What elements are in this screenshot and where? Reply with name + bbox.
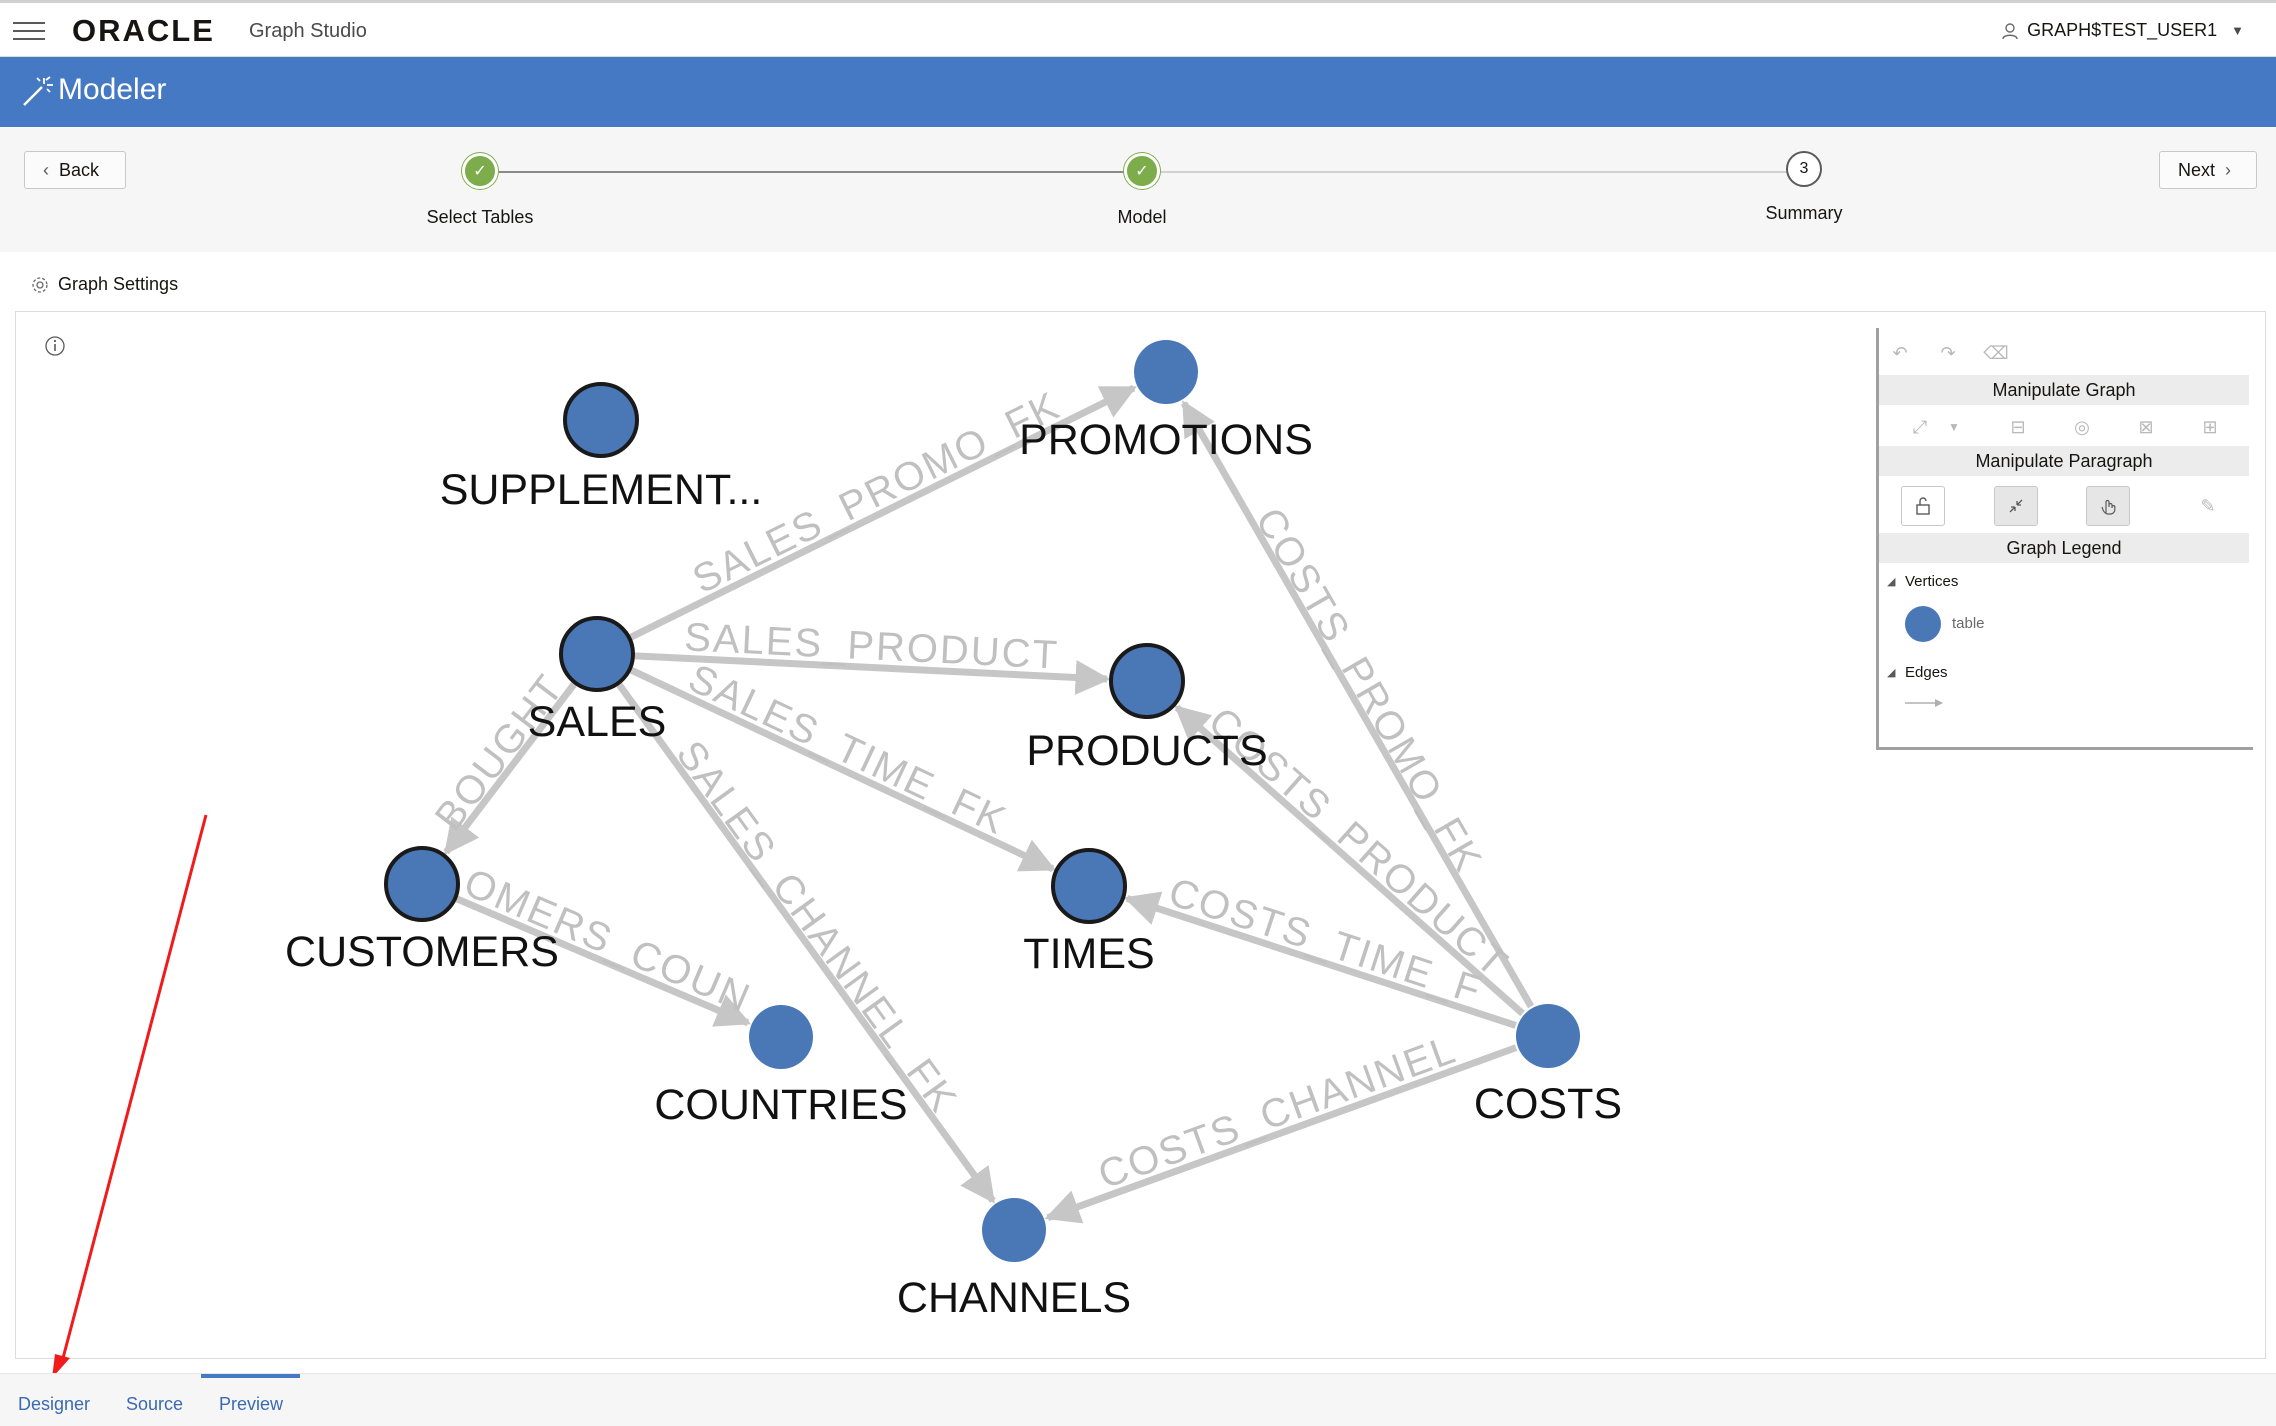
page-title: Modeler (58, 73, 167, 106)
vertex-label: CUSTOMERS (285, 928, 559, 976)
vertex-label: PRODUCTS (1026, 727, 1267, 775)
vertex-products[interactable] (1109, 643, 1185, 719)
pan-button[interactable] (2086, 486, 2130, 526)
step-2-check-icon[interactable]: ✓ (1124, 153, 1160, 189)
graph-settings-button[interactable]: Graph Settings (30, 274, 178, 295)
step-connector (1142, 171, 1802, 173)
shrink-button[interactable] (1994, 486, 2038, 526)
shrink-icon (2009, 499, 2023, 513)
vertex-costs[interactable] (1516, 1004, 1580, 1068)
vertex-countries[interactable] (749, 1005, 813, 1069)
vertex-label: COSTS (1474, 1080, 1622, 1128)
unlock-button[interactable] (1901, 486, 1945, 526)
info-icon[interactable] (44, 335, 66, 357)
edge-sales-time-fk[interactable] (629, 667, 1056, 873)
edge-label: SALES_PRODUCT (683, 615, 1060, 677)
vertex-times[interactable] (1051, 848, 1127, 924)
next-button-label: Next (2178, 159, 2216, 180)
hamburger-menu-icon[interactable] (13, 18, 45, 42)
eraser-icon[interactable]: ⌫ (1983, 342, 2009, 363)
vertex-label: SALES (528, 698, 667, 746)
unlock-icon (1916, 497, 1930, 515)
vertex-label: SUPPLEMENT... (440, 466, 763, 514)
top-bar: ORACLE Graph Studio GRAPH$TEST_USER1 ▼ (0, 0, 2276, 57)
graph-view[interactable]: SALES_PROMO_FKSALES_PRODUCTSALES_TIME_FK… (16, 312, 2265, 1358)
edge-costs-time-f[interactable] (1123, 891, 1517, 1029)
chevron-down-icon[interactable]: ▼ (1948, 420, 1960, 434)
legend-edge-arrow-icon (1905, 699, 1943, 707)
step-1-label[interactable]: Select Tables (426, 207, 534, 227)
product-name: Graph Studio (249, 20, 367, 42)
legend-vertices-label: Vertices (1905, 573, 1959, 590)
edge-sales-channel-fk[interactable] (616, 682, 996, 1204)
wizard-steps: ‹ Back ✓ Select Tables ✓ Model 3 Summary… (0, 127, 2276, 252)
next-button[interactable]: Next › (2159, 151, 2257, 189)
magic-wand-icon (23, 76, 53, 106)
vertex-label: TIMES (1023, 930, 1154, 978)
edit-icon[interactable]: ✎ (2200, 495, 2216, 516)
chevron-left-icon: ‹ (43, 159, 49, 180)
ungroup-icon[interactable]: ⊞ (2202, 416, 2218, 437)
chevron-down-icon: ▼ (2231, 23, 2244, 38)
tab-designer[interactable]: Designer (18, 1394, 91, 1414)
tab-preview[interactable]: Preview (219, 1394, 284, 1414)
graph-settings-label: Graph Settings (58, 274, 179, 294)
graph-tools-panel: ↶ ↷ ⌫ Manipulate Graph ⤢ ▼ ⊟ ◎ ⊠ ⊞ Manip… (1876, 328, 2253, 750)
group-icon[interactable]: ⊠ (2138, 416, 2154, 437)
collapse-triangle-icon[interactable]: ◢ (1887, 667, 1896, 679)
gear-icon (32, 276, 48, 293)
bottom-tabs: Designer Source Preview (0, 1373, 2276, 1426)
vertex-label: COUNTRIES (654, 1081, 907, 1129)
edge-label: BOUGHT (427, 666, 573, 838)
step-connector (480, 171, 1140, 173)
vertex-channels[interactable] (982, 1198, 1046, 1262)
user-menu[interactable]: GRAPH$TEST_USER1 ▼ (2001, 20, 2244, 41)
manipulate-paragraph-header: Manipulate Paragraph (1879, 446, 2249, 476)
collapse-icon[interactable]: ⊟ (2010, 416, 2026, 437)
page-banner: Modeler (0, 57, 2276, 127)
legend-vertex-swatch (1905, 606, 1941, 642)
edge-bought[interactable] (443, 682, 577, 855)
user-icon (2002, 22, 2018, 39)
back-button-label: Back (59, 159, 100, 180)
focus-icon[interactable]: ◎ (2074, 416, 2090, 437)
undo-icon[interactable]: ↶ (1892, 342, 1908, 363)
expand-icon[interactable]: ⤢ (1912, 416, 1928, 437)
graph-legend-header: Graph Legend (1879, 533, 2249, 563)
step-1-check-icon[interactable]: ✓ (462, 153, 498, 189)
chevron-right-icon: › (2225, 159, 2232, 180)
back-button[interactable]: ‹ Back (24, 151, 126, 189)
vertex-customers[interactable] (384, 846, 460, 922)
active-tab-indicator (201, 1374, 300, 1378)
step-2-label[interactable]: Model (1117, 207, 1167, 227)
manipulate-graph-header: Manipulate Graph (1879, 375, 2249, 405)
redo-icon[interactable]: ↷ (1940, 342, 1956, 363)
vertex-label: CHANNELS (897, 1274, 1131, 1322)
step-3-label[interactable]: Summary (1765, 203, 1843, 223)
oracle-logo: ORACLE (72, 13, 215, 48)
edge-costs-channel[interactable] (1044, 1044, 1518, 1224)
vertex-supplement[interactable] (563, 382, 639, 458)
edge-sales-promo-fk[interactable] (629, 384, 1137, 641)
user-name: GRAPH$TEST_USER1 (2027, 20, 2218, 40)
edge-costs-product[interactable] (1174, 704, 1525, 1017)
hand-pointer-icon (2101, 499, 2116, 515)
vertex-label: PROMOTIONS (1019, 416, 1313, 464)
vertex-promotions[interactable] (1134, 340, 1198, 404)
legend-vertex-type: table (1952, 615, 1985, 632)
tab-source[interactable]: Source (126, 1394, 184, 1414)
step-3-number[interactable]: 3 (1786, 151, 1822, 187)
legend-edges-label: Edges (1905, 664, 1948, 681)
edge-omers-coun[interactable] (455, 895, 752, 1027)
edge-label: COSTS_CHANNEL (1093, 1027, 1463, 1197)
edge-costs-promo-fk[interactable] (1180, 400, 1535, 1009)
vertex-sales[interactable] (559, 616, 635, 692)
collapse-triangle-icon[interactable]: ◢ (1887, 576, 1896, 588)
edge-sales-product[interactable] (634, 652, 1111, 695)
